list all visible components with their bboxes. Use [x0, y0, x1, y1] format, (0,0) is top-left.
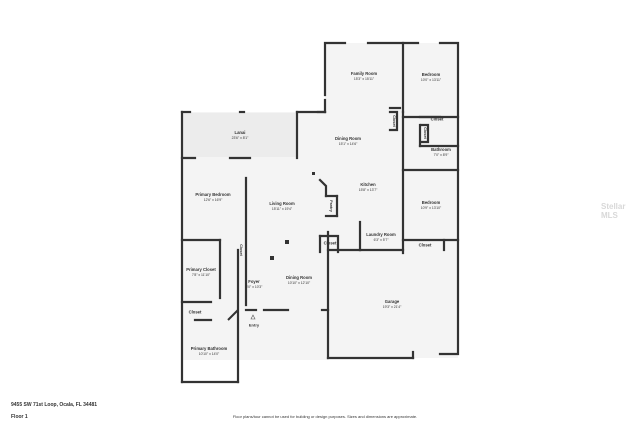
room-dims: 10'0" x 13'11": [420, 78, 442, 82]
door-swing: [227, 309, 239, 321]
floor-label: Floor 1: [11, 414, 28, 420]
room-name: Primary Closet: [186, 267, 216, 272]
room-dims: 12'6" x 16'9": [203, 198, 223, 202]
room-dims: 7'0" x 8'9": [433, 153, 449, 157]
room-dims: 10'9" x 13'10": [420, 206, 442, 210]
room-dims: 19'3" x 21'4": [382, 305, 402, 309]
walls: [180, 41, 460, 384]
room-name: Foyer: [248, 279, 260, 284]
room-dims: 23'6" x 8'1": [231, 136, 249, 140]
room-name: Dining Room: [285, 275, 313, 280]
room-name: Bedroom: [421, 72, 441, 77]
room-name: Dining Room: [334, 136, 362, 141]
room-name: Bathroom: [431, 147, 451, 152]
room-dims: 6'0" x 10'3": [245, 285, 263, 289]
room-name: Primary Bedroom: [195, 192, 231, 197]
closet-bedroom-1: Closet: [431, 117, 444, 122]
closet-family-room: Closet: [392, 115, 396, 127]
closet-kitchen: Closet: [324, 241, 337, 246]
closet-bathroom: Closet: [423, 127, 427, 139]
watermark: Stellar MLS: [601, 202, 626, 220]
closet-label: Closet: [188, 309, 202, 315]
room-dims: 15'11" x 19'4": [271, 207, 293, 211]
room-name: Laundry Room: [366, 232, 396, 237]
entry-arrow-icon: [250, 314, 256, 320]
room-dims: 15'1" x 14'6": [338, 142, 358, 146]
room-dims: 15'3" x 15'11": [353, 77, 375, 81]
room-name: Family Room: [350, 71, 378, 76]
disclaimer: Floor plans/tour cannot be used for buil…: [232, 414, 418, 419]
room-dims: 7'8" x 11'10": [191, 273, 211, 277]
closet-primary-bath: Closet: [189, 310, 202, 315]
closet-label: Closet: [430, 116, 444, 122]
room-name: Lanai: [234, 130, 246, 135]
closet-bedroom-2: Closet: [419, 243, 432, 248]
pantry-label: Pantry: [329, 200, 333, 212]
columns: [270, 172, 315, 260]
closet-foyer: Closet: [239, 244, 243, 256]
room-name: Bedroom: [421, 200, 441, 205]
room-name: Garage: [384, 299, 400, 304]
room-dims: 15'8" x 13'7": [358, 188, 378, 192]
closet-label: Closet: [418, 242, 432, 248]
property-address: 9455 SW 71st Loop, Ocala, FL 34481: [11, 402, 98, 408]
room-name: Kitchen: [360, 182, 376, 187]
room-dims: 10'10" x 14'0": [198, 352, 220, 356]
room-name: Living Room: [269, 201, 295, 206]
closet-label: Closet: [323, 240, 337, 246]
entry-label: Entry: [248, 322, 260, 328]
lanai-floor: [183, 113, 297, 157]
floor-fill: [182, 43, 458, 360]
room-name: Primary Bathroom: [190, 346, 228, 351]
room-dims: 10'10" x 12'10": [287, 281, 311, 285]
room-dims: 6'3" x 5'7": [373, 238, 389, 242]
